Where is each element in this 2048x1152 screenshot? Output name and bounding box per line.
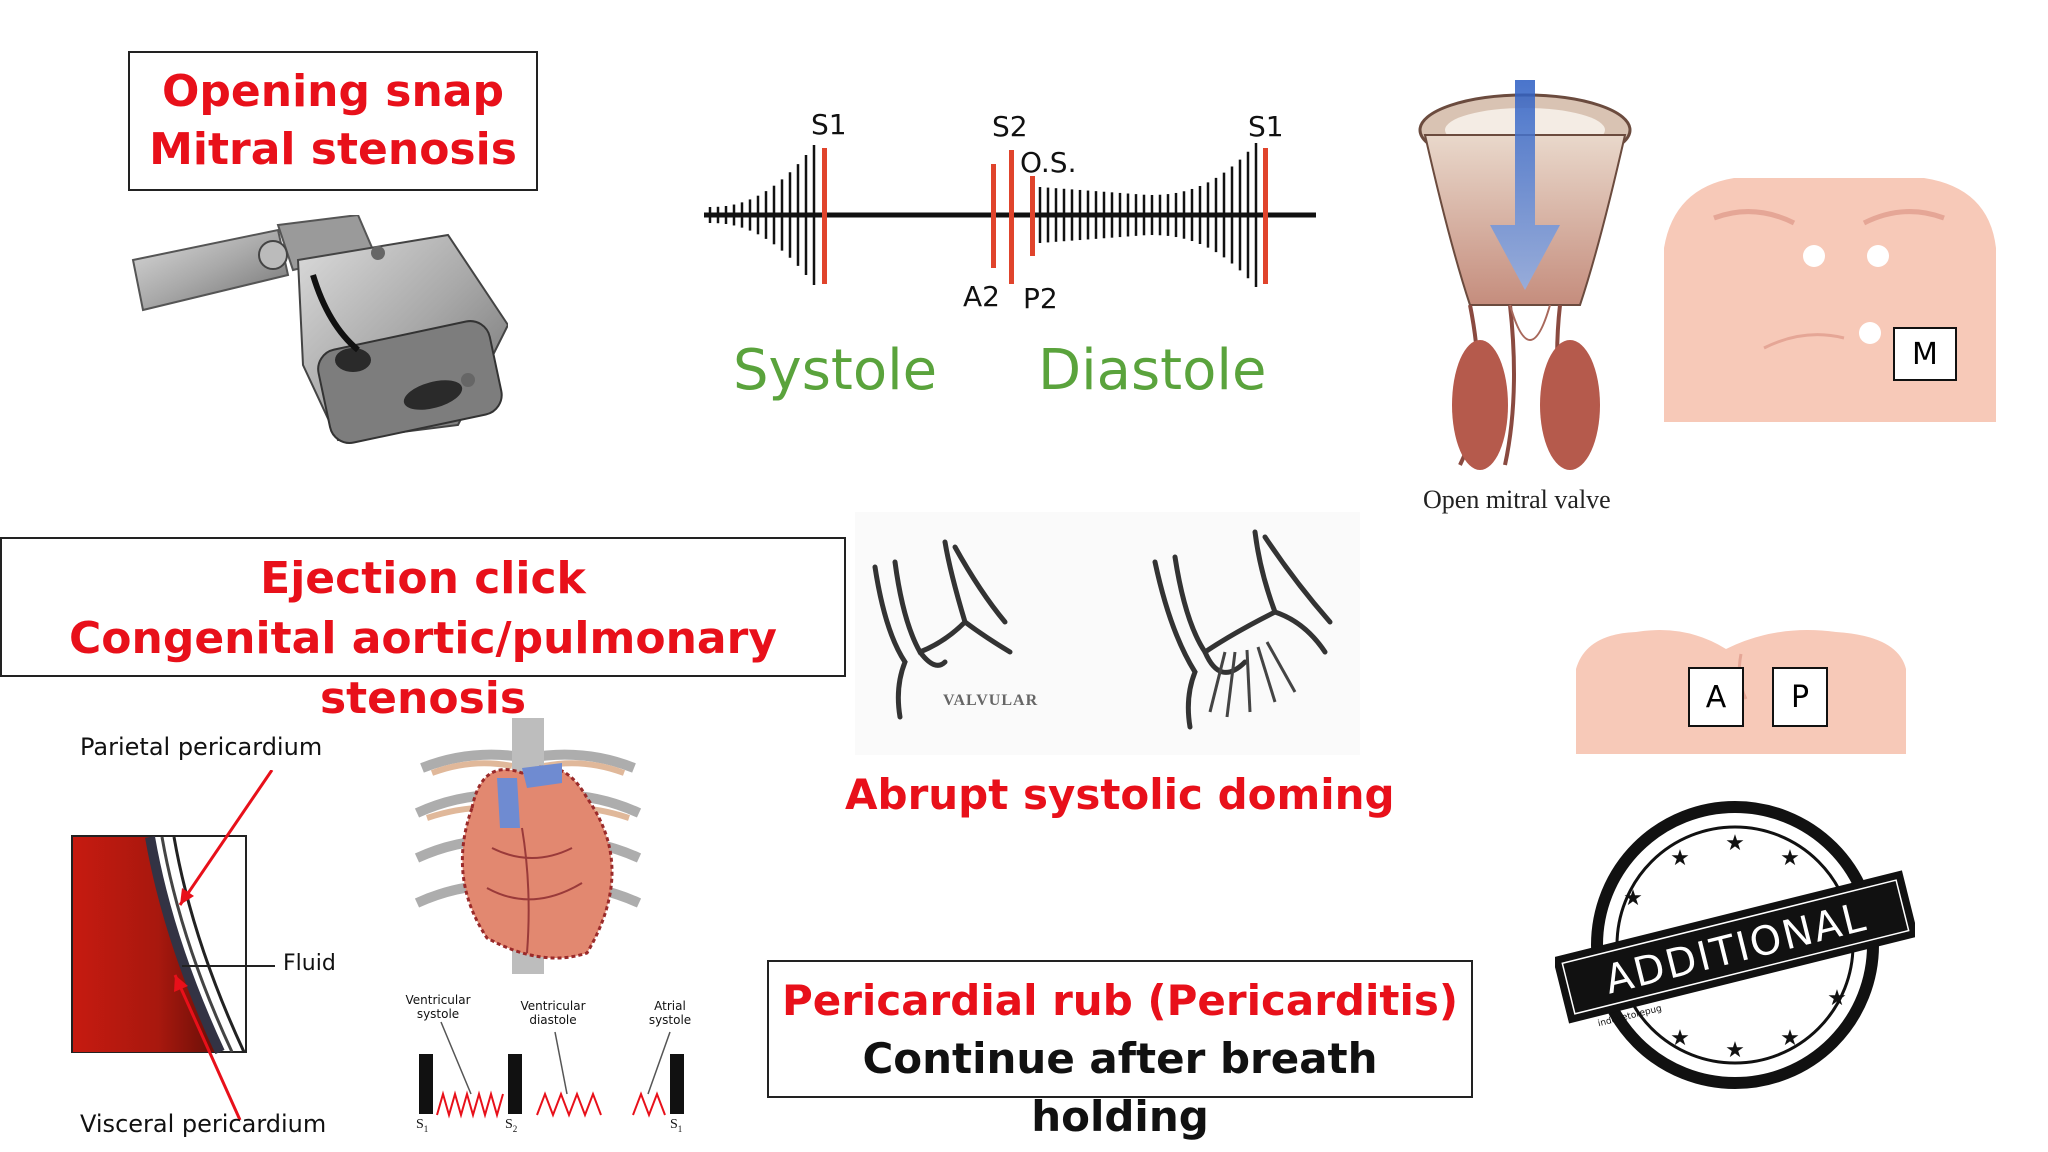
s1-right-label: S1: [1248, 110, 1284, 143]
svg-text:★: ★: [1623, 886, 1643, 911]
ejection-click-box: Ejection click Congenital aortic/pulmona…: [0, 537, 846, 724]
s1-left-marker: [822, 148, 827, 284]
svg-text:★: ★: [1725, 1038, 1745, 1063]
mitral-valve-caption: Open mitral valve: [1423, 485, 1611, 514]
mitral-area-box: M: [1893, 327, 1957, 381]
svg-text:★: ★: [1780, 846, 1800, 871]
doming-caption: Abrupt systolic doming: [845, 770, 1395, 819]
s1-trace-label: S1: [416, 1117, 429, 1134]
pericardial-rub-subtitle: Continue after breath holding: [862, 1034, 1378, 1141]
pulmonic-area-box: P: [1772, 667, 1828, 727]
systolic-rub-wave: [436, 1090, 504, 1119]
a2-marker: [991, 164, 996, 268]
mitral-valve-illustration: [1418, 80, 1632, 470]
pericardium-diagram: [71, 770, 275, 1120]
os-marker: [1030, 176, 1035, 256]
ejection-click-title: Ejection click: [260, 553, 586, 604]
aortic-area-box: A: [1688, 667, 1744, 727]
pericardial-rub-box: Pericardial rub (Pericarditis) Continue …: [767, 960, 1473, 1141]
auscultation-dot: [1859, 322, 1881, 344]
s1-left-label: S1: [811, 108, 847, 141]
valve-doming-sketch: [855, 512, 1360, 755]
svg-text:★: ★: [1670, 846, 1690, 871]
phonocardiogram: [704, 143, 1316, 287]
atrial-rub-wave: [632, 1091, 666, 1118]
s1b-trace-label: S1: [670, 1117, 683, 1134]
p2-label: P2: [1023, 282, 1058, 315]
diastolic-rub-wave: [536, 1091, 602, 1118]
fluid-label: Fluid: [283, 951, 336, 976]
chest-mitral-area: [1664, 178, 1996, 422]
auscultation-dot: [1803, 245, 1825, 267]
systole-label: Systole: [733, 338, 938, 403]
visceral-pericardium-label: Visceral pericardium: [80, 1110, 327, 1138]
p2-marker: [1009, 150, 1014, 284]
svg-text:★: ★: [1780, 1026, 1800, 1051]
svg-text:★: ★: [1827, 986, 1847, 1011]
s2-bar: [508, 1054, 522, 1114]
ejection-click-subtitle: Congenital aortic/pulmonary stenosis: [69, 613, 777, 724]
auscultation-dot: [1867, 245, 1889, 267]
opening-snap-box: Opening snap Mitral stenosis: [128, 51, 538, 191]
s1b-bar: [670, 1054, 684, 1114]
s2-label: S2: [992, 110, 1028, 143]
opening-snap-title: Opening snap: [162, 66, 504, 117]
heart-ribcage-illustration: [412, 718, 644, 974]
a2-label: A2: [963, 280, 1000, 313]
latch-illustration: [131, 215, 508, 444]
pericardial-rub-title: Pericardial rub (Pericarditis): [781, 976, 1459, 1025]
svg-text:★: ★: [1670, 1026, 1690, 1051]
pericardial-rub-trace: [419, 1021, 684, 1119]
opening-snap-subtitle: Mitral stenosis: [149, 124, 517, 175]
s1-right-marker: [1263, 148, 1268, 284]
diastole-label: Diastole: [1038, 338, 1267, 403]
s1-bar: [419, 1054, 433, 1114]
s2-trace-label: S2: [505, 1117, 518, 1134]
os-label: O.S.: [1020, 146, 1077, 179]
svg-text:★: ★: [1725, 831, 1745, 856]
valvular-figure-text: VALVULAR: [943, 692, 1039, 709]
additional-stamp: ★★★ ★★ ★★★ ★★ ADDITIONAL indovetorepug: [1555, 801, 1915, 1089]
parietal-pericardium-label: Parietal pericardium: [80, 733, 323, 761]
